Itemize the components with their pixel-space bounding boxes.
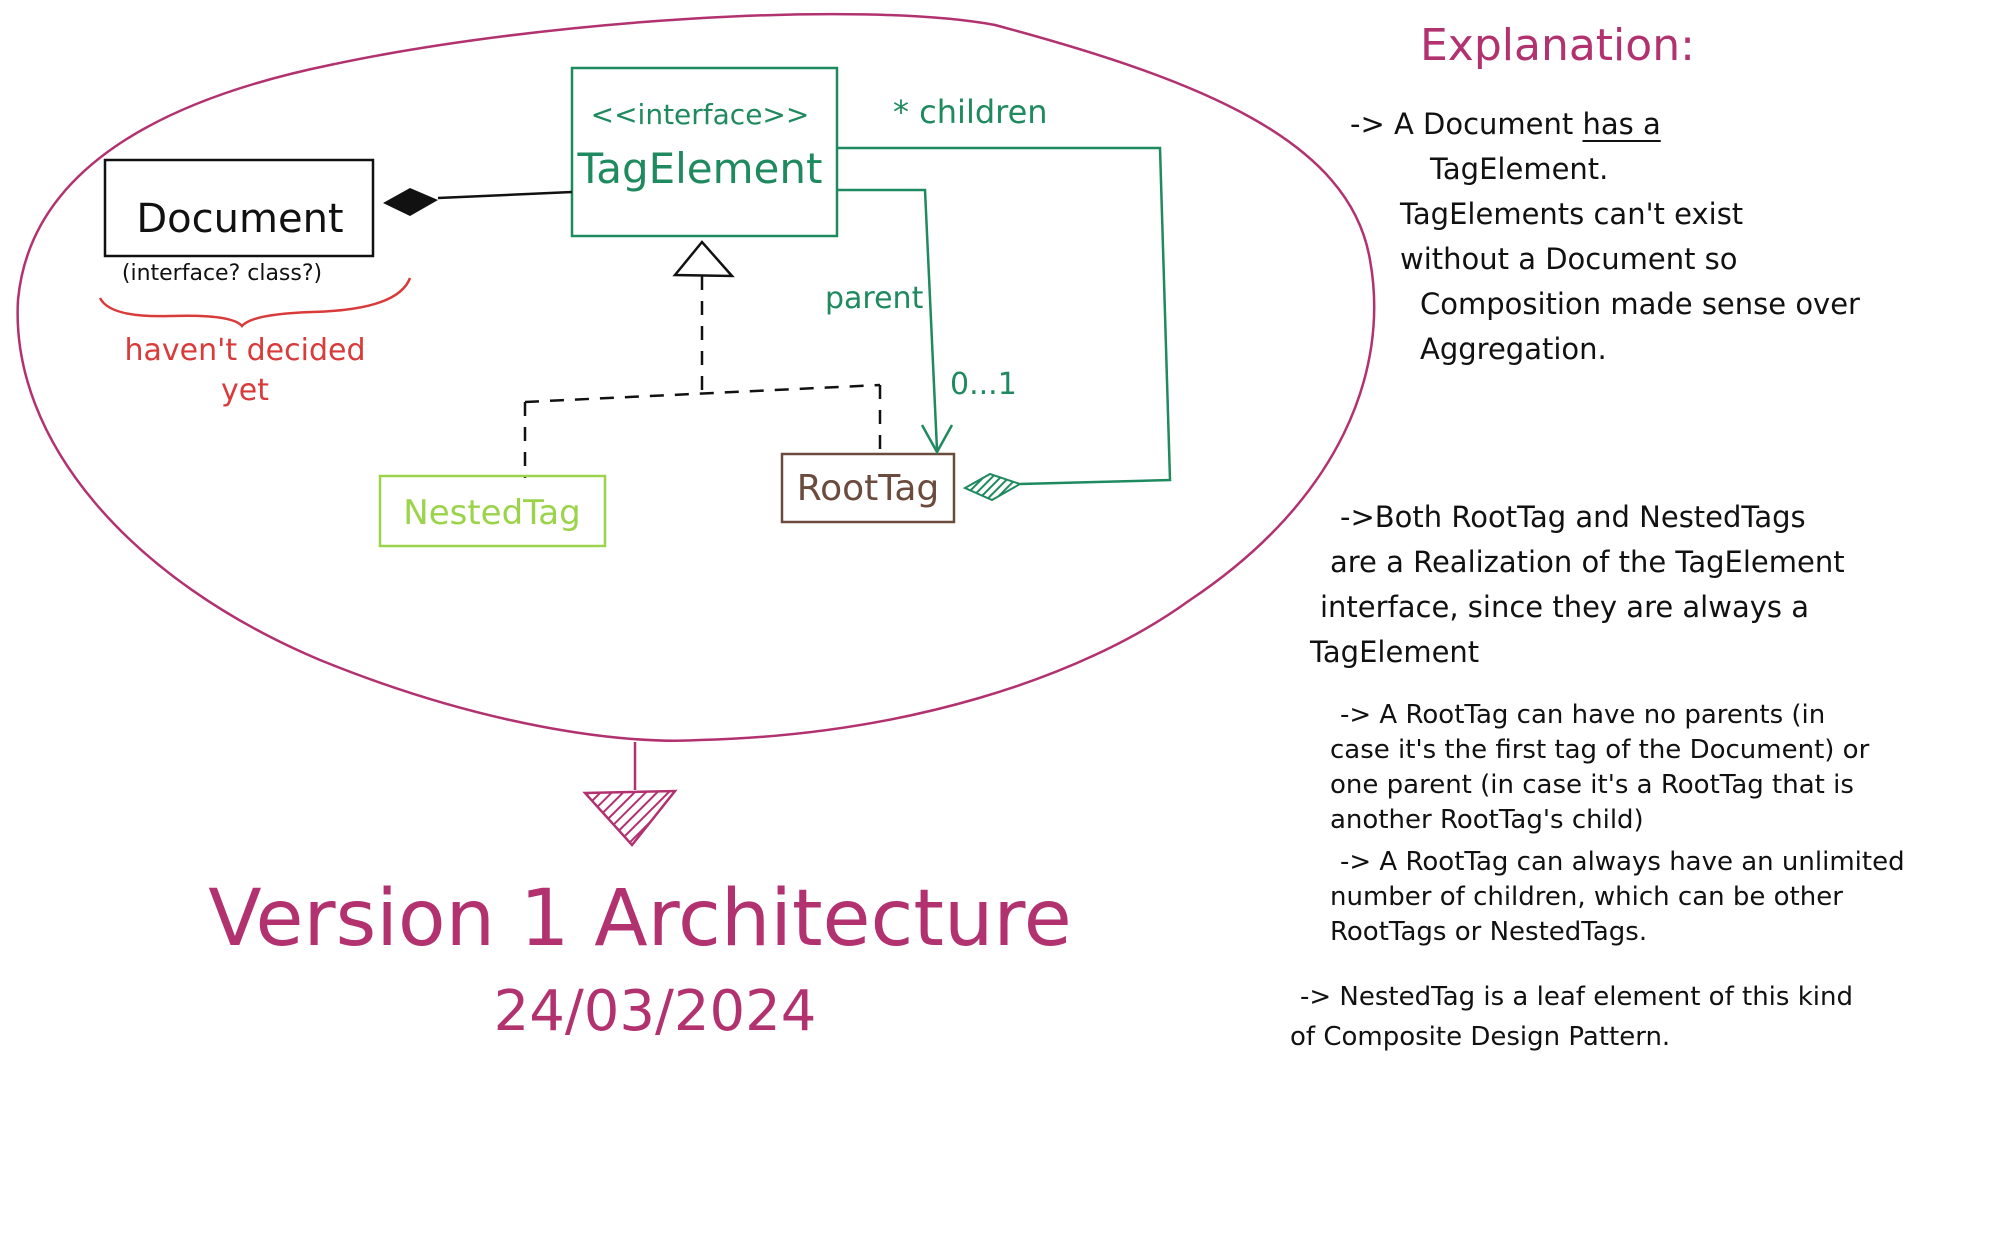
document-label: Document [136,196,343,242]
explanation-line: one parent (in case it's a RootTag that … [1330,770,1854,801]
explanation-line: ->Both RootTag and NestedTags [1340,500,1806,534]
explanation-paragraph-1: -> A Document has a TagElement. TagEleme… [1350,102,1860,372]
explanation-line: Composition made sense over [1420,286,1860,321]
parent-arrowhead [920,424,954,455]
parent-label: parent [825,281,924,316]
interface-stereotype: <<interface>> [591,98,810,131]
architecture-arrowhead [582,789,678,847]
nested-tag-label: NestedTag [403,493,580,533]
architecture-boundary [16,12,1376,742]
composition-diamond-black [383,188,438,216]
undecided-brace [98,277,412,328]
interface-name: TagElement [577,144,823,193]
explanation-paragraph-4: -> A RootTag can always have an unlimite… [1330,845,1905,950]
explanation-title: Explanation: [1420,20,1695,71]
children-association [837,146,1172,486]
realization-dashed-lines [523,276,882,478]
architecture-title: Version 1 Architecture [208,874,1072,964]
composition-diamond-green [962,472,1023,502]
explanation-paragraph-2: ->Both RootTag and NestedTags are a Real… [1310,495,1845,675]
explanation-line: are a Realization of the TagElement [1330,544,1845,579]
explanation-underlined: has a [1582,107,1661,141]
explanation-paragraph-5: -> NestedTag is a leaf element of this k… [1290,980,1853,1059]
document-note: (interface? class?) [122,261,322,286]
root-tag-label: RootTag [797,468,940,509]
explanation-line: -> NestedTag is a leaf element of this k… [1300,982,1853,1012]
document-box [103,158,375,258]
explanation-line: TagElement [1310,634,1480,669]
explanation-line: number of children, which can be other [1330,882,1843,913]
children-label: * children [893,93,1048,131]
parent-association [837,188,939,451]
explanation-fragment: -> A Document [1350,107,1583,141]
explanation-line: RootTags or NestedTags. [1330,917,1648,948]
explanation-paragraph-3: -> A RootTag can have no parents (in cas… [1330,698,1869,838]
explanation-line: interface, since they are always a [1320,589,1809,624]
realization-triangle [672,240,735,278]
nested-tag-box [378,474,607,548]
explanation-line: -> A RootTag can have no parents (in [1340,700,1826,730]
explanation-line: TagElement. [1430,151,1609,186]
explanation-line: -> A RootTag can always have an unlimite… [1340,847,1905,877]
architecture-date: 24/03/2024 [494,979,817,1044]
root-tag-box [780,452,956,524]
explanation-line: Aggregation. [1420,331,1607,366]
explanation-line: of Composite Design Pattern. [1290,1022,1671,1053]
explanation-line: -> A Document has a [1350,102,1860,147]
explanation-line: TagElements can't exist [1400,196,1744,231]
explanation-line: without a Document so [1400,241,1738,276]
explanation-line: case it's the first tag of the Document)… [1330,735,1870,766]
tag-element-box [570,66,839,238]
document-composition-link [437,190,573,200]
undecided-note-line1: haven't decided [124,333,365,368]
multiplicity-label: 0...1 [950,367,1017,402]
undecided-note-line2: yet [221,373,269,408]
explanation-line: another RootTag's child) [1330,805,1644,836]
